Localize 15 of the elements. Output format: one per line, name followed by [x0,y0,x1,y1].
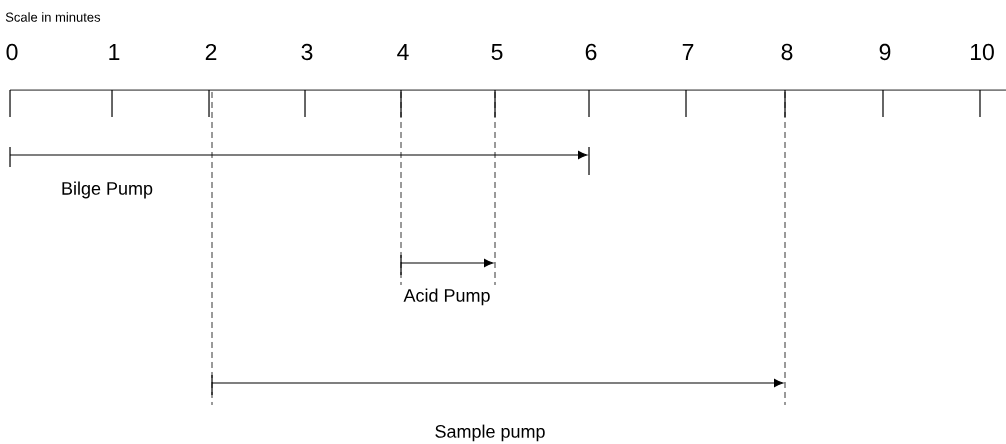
tick-label: 9 [879,43,891,61]
scale-title: Scale in minutes [5,12,101,22]
interval-label: Acid Pump [403,288,490,306]
interval-label: Bilge Pump [62,181,153,199]
tick-label: 4 [397,44,409,60]
tick-label: 0 [6,43,18,61]
tick-label: 5 [491,43,503,60]
tick-label: 1 [109,44,120,60]
tick-label: 8 [781,43,793,61]
tick-label: 7 [682,44,694,60]
interval-label: Sample pump [435,424,545,442]
tick-label: 3 [301,43,313,61]
tick-label: 2 [205,43,217,60]
tick-label: 10 [970,43,994,61]
tick-label: 6 [585,43,597,61]
